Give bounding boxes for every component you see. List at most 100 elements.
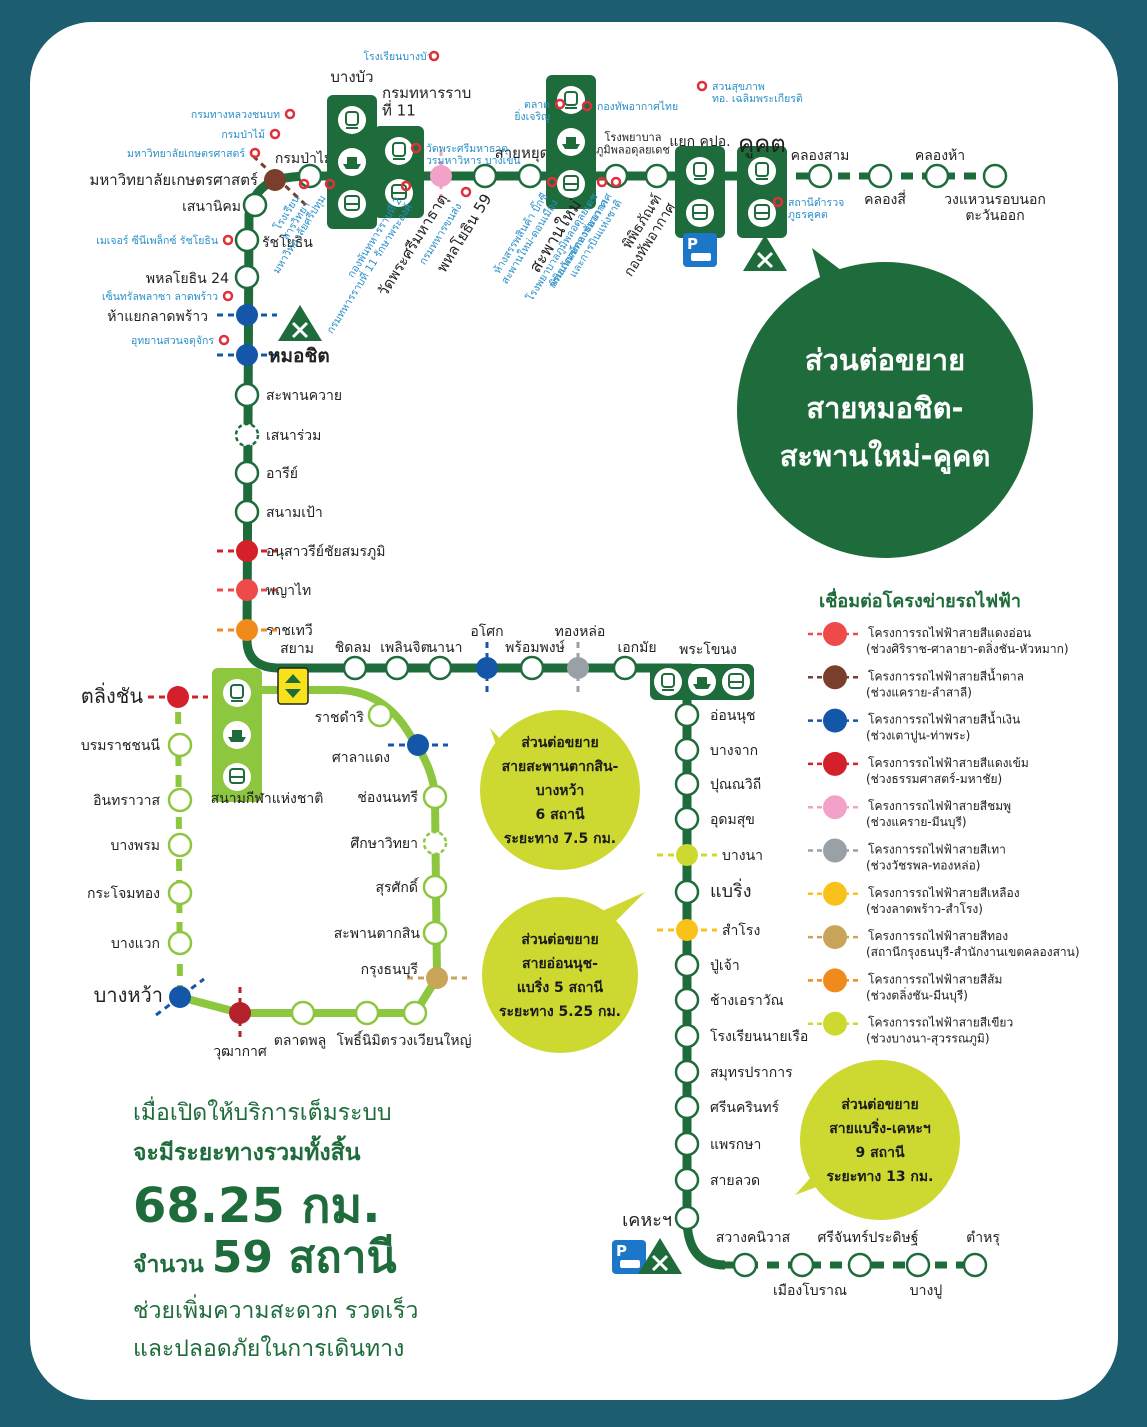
station-marker — [422, 830, 448, 856]
legend-item: โครงการรถไฟฟ้าสายสีน้ำเงิน(ช่วงเตาปูน-ท่… — [808, 708, 1020, 744]
station-label: ตำหรุ — [966, 1230, 1000, 1246]
station-label-line: กรมทหารราบ — [382, 84, 471, 102]
station: ช้างเอราวัณ — [674, 987, 784, 1013]
station-label: ศึกษาวิทยา — [350, 836, 418, 852]
station-label: เมืองโบราณ — [773, 1282, 847, 1299]
station: ศาลาแดง — [332, 734, 429, 766]
callout-text: ส่วนต่อขยาย — [521, 735, 598, 751]
legend-swatch — [823, 622, 847, 646]
station-label-line: สนามกีฬาแห่งชาติ — [211, 791, 324, 807]
boat-shape — [562, 137, 580, 149]
location-pin-icon — [284, 108, 296, 120]
tools-shape — [756, 251, 774, 269]
legend-item: โครงการรถไฟฟ้าสายสีส้ม(ช่วงตลิ่งชัน-มีนบ… — [808, 968, 1002, 1003]
station-label-line: พร้อมพงษ์ — [505, 639, 565, 656]
legend-label: โครงการรถไฟฟ้าสายสีส้ม — [868, 972, 1002, 986]
bus-icon — [686, 199, 714, 227]
station-label: สมุทรปราการ — [710, 1065, 793, 1081]
station: ปุณณวิถี — [674, 771, 761, 797]
poi-label-line: สถานีตำรวจ — [788, 196, 844, 209]
station-label: ชิดลม — [335, 640, 371, 656]
callout-text: 9 สถานี — [855, 1145, 904, 1161]
station-label: พหลโยธิน 24 — [146, 270, 229, 287]
station-label: กรมทหารราบที่ 11 — [382, 84, 471, 119]
station-marker — [674, 1059, 700, 1085]
station-marker — [476, 657, 498, 679]
station-marker — [519, 655, 545, 681]
station-label-line: พญาไท — [266, 582, 311, 599]
station-marker — [924, 163, 950, 189]
station-label: ตลิ่งชัน — [81, 682, 144, 708]
poi: กองทัพอากาศไทย — [581, 100, 678, 113]
station-marker — [567, 657, 589, 679]
station-marker — [674, 952, 700, 978]
station-marker — [229, 1002, 251, 1024]
station: บางนา — [676, 844, 763, 866]
station-marker — [789, 1252, 815, 1278]
tools-shape — [651, 1254, 669, 1272]
station-label-line: สายลวด — [710, 1173, 760, 1189]
station-label: นานา — [428, 640, 463, 656]
poi-label: เมเจอร์ ซีนีเพล็กซ์ รัชโยธิน — [96, 233, 218, 247]
boat-icon — [338, 148, 366, 176]
station-marker — [242, 192, 268, 218]
poi-label-line: โรงเรียนบางบัว — [363, 50, 432, 63]
location-pin-icon — [249, 147, 261, 159]
station: อ่อนนุช — [674, 702, 755, 728]
station: อนุสาวรีย์ชัยสมรภูมิ — [236, 540, 385, 562]
poi-label-line: เมเจอร์ ซีนีเพล็กซ์ รัชโยธิน — [96, 233, 218, 247]
station-label-line: สวางคนิวาส — [716, 1230, 791, 1246]
station: สวางคนิวาส — [716, 1230, 791, 1278]
station-label: ปู่เจ้า — [710, 958, 740, 974]
station-label: อารีย์ — [266, 465, 298, 482]
station-label-line: แพรกษา — [710, 1137, 761, 1153]
tools-shape — [291, 321, 309, 339]
station: พญาไท — [236, 579, 311, 601]
callout-text: สายอ่อนนุช- — [522, 956, 598, 972]
station-label-line: สุรศักดิ์ — [375, 877, 419, 896]
bus-icon — [748, 199, 776, 227]
boat-shape — [343, 157, 361, 169]
station-marker — [167, 930, 193, 956]
legend-item: โครงการรถไฟฟ้าสายสีเทา(ช่วงวัชรพล-ทองหล่… — [808, 838, 1006, 873]
station-marker — [674, 1023, 700, 1049]
legend-swatch — [823, 881, 847, 906]
legend-sublabel: (ช่วงลาดพร้าว-สำโรง) — [866, 902, 983, 916]
legend-sublabel: (ช่วงแคราย-มีนบุรี) — [866, 815, 967, 830]
station-label-line: อุดมสุข — [710, 812, 755, 828]
station-label-line: กรมป่าไม้ — [275, 150, 333, 167]
poi: สถานีตำรวจภูธรคูคต — [772, 196, 844, 221]
station-label-line: ภูมิพลอดุลยเดช — [596, 144, 670, 157]
poi-label: มหาวิทยาลัยเกษตรศาสตร์ — [127, 147, 245, 160]
station-marker — [732, 1252, 758, 1278]
station-label-line: ราชเทวี — [266, 623, 313, 639]
station-label-line: ที่ 11 — [382, 99, 416, 119]
summary-line: ช่วยเพิ่มความสะดวก รวดเร็ว — [133, 1294, 418, 1324]
station-label: โรงเรียนนายเรือ — [710, 1028, 808, 1045]
poi: กรมทางหลวงชนบท — [191, 108, 296, 121]
station-marker — [236, 344, 258, 366]
station: พระโขนง — [650, 641, 754, 700]
poi-label: ตลาดยิ่งเจริญ — [514, 99, 550, 123]
station-label-line: ศึกษาวิทยา — [350, 836, 418, 852]
station: สายหยุด — [495, 144, 549, 189]
main-callout: ส่วนต่อขยาย สายหมอชิต- สะพานใหม่-คูคต — [737, 248, 1033, 558]
station-label-line: ช่องนนทรี — [357, 790, 418, 806]
station-marker — [236, 540, 258, 562]
station-label-line: พระโขนง — [679, 641, 737, 658]
train-icon-bg — [223, 679, 251, 707]
station-label: วงแหวนรอบนอกตะวันออก — [944, 192, 1046, 224]
poi-label: กรมป่าไม้ — [221, 128, 265, 141]
station-marker — [867, 163, 893, 189]
station-label-line: โรงเรียนนายเรือ — [710, 1028, 808, 1045]
summary-line: จะมีระยะทางรวมทั้งสิ้น — [133, 1135, 361, 1166]
station-marker — [297, 163, 323, 189]
station: ห้าแยกลาดพร้าว — [107, 304, 258, 326]
station-marker — [234, 227, 260, 253]
station: เคหะฯ — [622, 1205, 700, 1231]
station-marker — [167, 832, 193, 858]
station-label: สนามกีฬาแห่งชาติ — [211, 791, 324, 807]
poi-label-line: อุทยานสวนจตุจักร — [131, 335, 214, 347]
